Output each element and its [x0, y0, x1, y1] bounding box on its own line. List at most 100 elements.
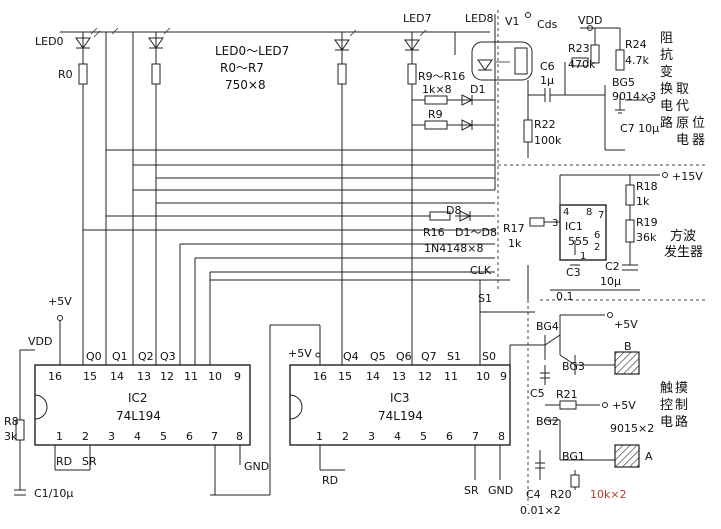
svg-text:摸: 摸	[675, 381, 688, 396]
svg-text:器: 器	[692, 133, 705, 148]
svg-text:Q7: Q7	[421, 350, 437, 363]
d1-label: D1	[470, 83, 485, 96]
square-wave-title-2: 发生器	[664, 244, 703, 260]
plus15-label: +15V	[672, 170, 703, 183]
svg-text:15: 15	[83, 370, 97, 383]
bg-spec-label: 9015×2	[610, 422, 654, 435]
svg-text:5: 5	[160, 430, 167, 443]
r19-value: 36k	[636, 231, 657, 244]
ic3-sr-label: SR	[464, 484, 479, 497]
svg-text:8: 8	[236, 430, 243, 443]
r9-r16-label: R9～R16	[418, 70, 465, 83]
svg-text:变: 变	[660, 64, 673, 80]
svg-text:代: 代	[676, 99, 689, 114]
ic3-part: 74L194	[378, 409, 423, 423]
svg-text:S0: S0	[482, 350, 496, 363]
bg5-label: BG5	[612, 76, 635, 89]
ic1-pin-8: 8	[586, 207, 592, 218]
svg-text:S1: S1	[447, 350, 461, 363]
c1-label: C1/10μ	[34, 487, 73, 500]
bg4-label: BG4	[536, 320, 559, 333]
d-spec-label: 1N4148×8	[424, 242, 483, 255]
led-mid	[334, 29, 357, 51]
ic2-gnd-label: GND	[244, 460, 269, 473]
led7	[404, 29, 427, 51]
svg-text:Q5: Q5	[370, 350, 386, 363]
led7-label: LED7	[403, 12, 432, 25]
svg-text:3: 3	[108, 430, 115, 443]
r23-label: R23	[568, 42, 590, 55]
svg-text:路: 路	[660, 115, 673, 131]
svg-text:触: 触	[660, 381, 673, 396]
c3-label: C3	[566, 266, 581, 279]
s1-label: S1	[478, 292, 492, 305]
touch-title: 触 摸 控 制 电 路	[660, 381, 688, 430]
ic2-top-pins: 16 15 14 13 12 11 10 9 Q0 Q1 Q2 Q3	[48, 350, 241, 383]
ic1-pin-2: 2	[594, 242, 600, 253]
cds-label: Cds	[537, 18, 558, 31]
svg-text:Q4: Q4	[343, 350, 359, 363]
r8-label: R8	[4, 415, 19, 428]
ic3-label: IC3	[390, 391, 410, 405]
ic3-rd-label: RD	[322, 474, 338, 487]
bg1-label: BG1	[562, 450, 585, 463]
pad-a-label: A	[645, 450, 653, 463]
plus5-ic3-label: +5V	[288, 347, 312, 360]
impedance-section	[523, 12, 653, 158]
r18-label: R18	[636, 180, 658, 193]
svg-text:14: 14	[110, 370, 124, 383]
r22-value: 100k	[534, 134, 562, 147]
led8-optocoupler	[471, 41, 533, 81]
ic3-top-pins: 16 15 14 13 12 11 10 9 Q4 Q5 Q6 Q7 S1 S0	[313, 350, 507, 383]
ic1-pin-4: 4	[563, 207, 569, 218]
svg-text:1: 1	[56, 430, 63, 443]
ic1-pin-3: 3	[552, 218, 558, 229]
led-range-label: LED0～LED7	[215, 44, 289, 58]
svg-text:位: 位	[692, 116, 705, 131]
svg-text:7: 7	[472, 430, 479, 443]
c5-label: C5	[530, 387, 545, 400]
led8-label: LED8	[465, 12, 494, 25]
led0-label: LED0	[35, 35, 64, 48]
vdd-left-label: VDD	[28, 335, 52, 348]
c4-label: C4	[526, 488, 541, 501]
svg-text:Q3: Q3	[160, 350, 176, 363]
led0	[75, 27, 101, 49]
svg-text:2: 2	[342, 430, 349, 443]
resistor-r0	[78, 63, 88, 85]
svg-text:12: 12	[160, 370, 174, 383]
svg-text:5: 5	[420, 430, 427, 443]
r18-value: 1k	[636, 195, 650, 208]
bg5-value: 9014×3	[612, 90, 656, 103]
svg-text:Q1: Q1	[112, 350, 128, 363]
svg-text:3: 3	[368, 430, 375, 443]
cap-spec-label: 0.01×2	[520, 504, 561, 517]
ic3-bottom-pins: 1 2 3 4 5 6 7 8	[316, 430, 505, 443]
vdd-top-label: VDD	[578, 14, 602, 27]
c3-value: 0.1	[556, 290, 574, 303]
r9-label: R9	[428, 108, 443, 121]
r19-label: R19	[636, 216, 658, 229]
resistor-r7	[407, 63, 417, 85]
r0-label: R0	[58, 68, 73, 81]
ic3-74l194	[209, 279, 535, 496]
svg-text:9: 9	[234, 370, 241, 383]
led1	[111, 27, 119, 35]
svg-text:11: 11	[444, 370, 458, 383]
svg-text:电: 电	[676, 133, 689, 148]
svg-text:原: 原	[676, 116, 689, 131]
svg-text:15: 15	[338, 370, 352, 383]
svg-text:2: 2	[82, 430, 89, 443]
svg-text:控: 控	[660, 398, 673, 413]
svg-text:电: 电	[660, 99, 673, 114]
svg-text:电: 电	[660, 415, 673, 430]
r16-label: R16	[423, 226, 445, 239]
r-spec2-label: 10k×2	[590, 488, 627, 501]
plus5-r21-label: +5V	[612, 399, 636, 412]
square-wave-generator	[527, 172, 668, 300]
svg-text:14: 14	[366, 370, 380, 383]
r9-r16-value: 1k×8	[422, 83, 452, 96]
impedance-title: 阻 抗 变 换 电 路 取 代 原 电 位 器	[660, 31, 705, 148]
svg-text:11: 11	[184, 370, 198, 383]
ic1-part: 555	[568, 235, 589, 248]
